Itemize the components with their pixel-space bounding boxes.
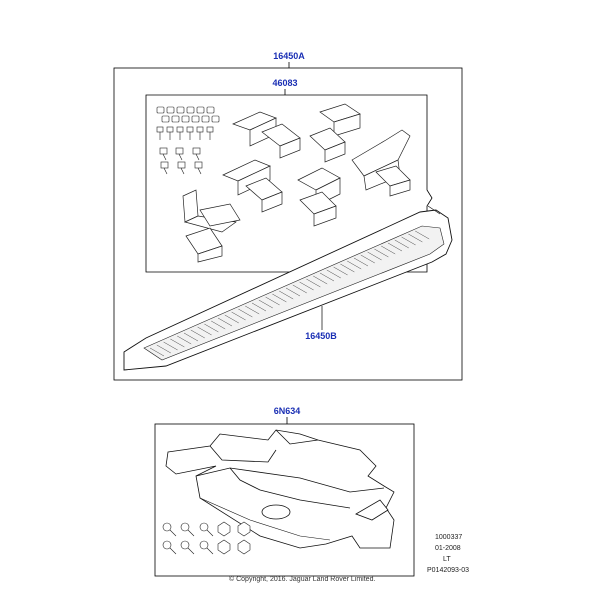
skid-plate-kit-frame — [154, 417, 415, 577]
skid-plate-hardware — [162, 521, 251, 555]
skid-plate — [165, 429, 395, 549]
meta-code: 1000337 — [435, 534, 463, 541]
running-board-kit-frame — [113, 62, 463, 381]
bracket-kit-frame — [145, 89, 433, 273]
meta-date: 01-2008 — [435, 545, 461, 552]
copyright-notice: © Copyright, 2016. Jaguar Land Rover Lim… — [229, 576, 376, 583]
meta-illustration-id: P0142093-03 — [427, 567, 470, 574]
callout-6N634[interactable]: 6N634 — [273, 406, 301, 416]
nut-set — [156, 106, 220, 123]
callout-16450A[interactable]: 16450A — [273, 51, 305, 61]
callout-46083[interactable]: 46083 — [272, 78, 298, 88]
bolt-set — [156, 126, 214, 140]
meta-variant: LT — [443, 556, 451, 563]
running-board — [123, 205, 453, 371]
flange-bolt-set — [159, 147, 203, 175]
mounting-brackets — [182, 103, 411, 263]
callout-16450B[interactable]: 16450B — [305, 331, 337, 341]
